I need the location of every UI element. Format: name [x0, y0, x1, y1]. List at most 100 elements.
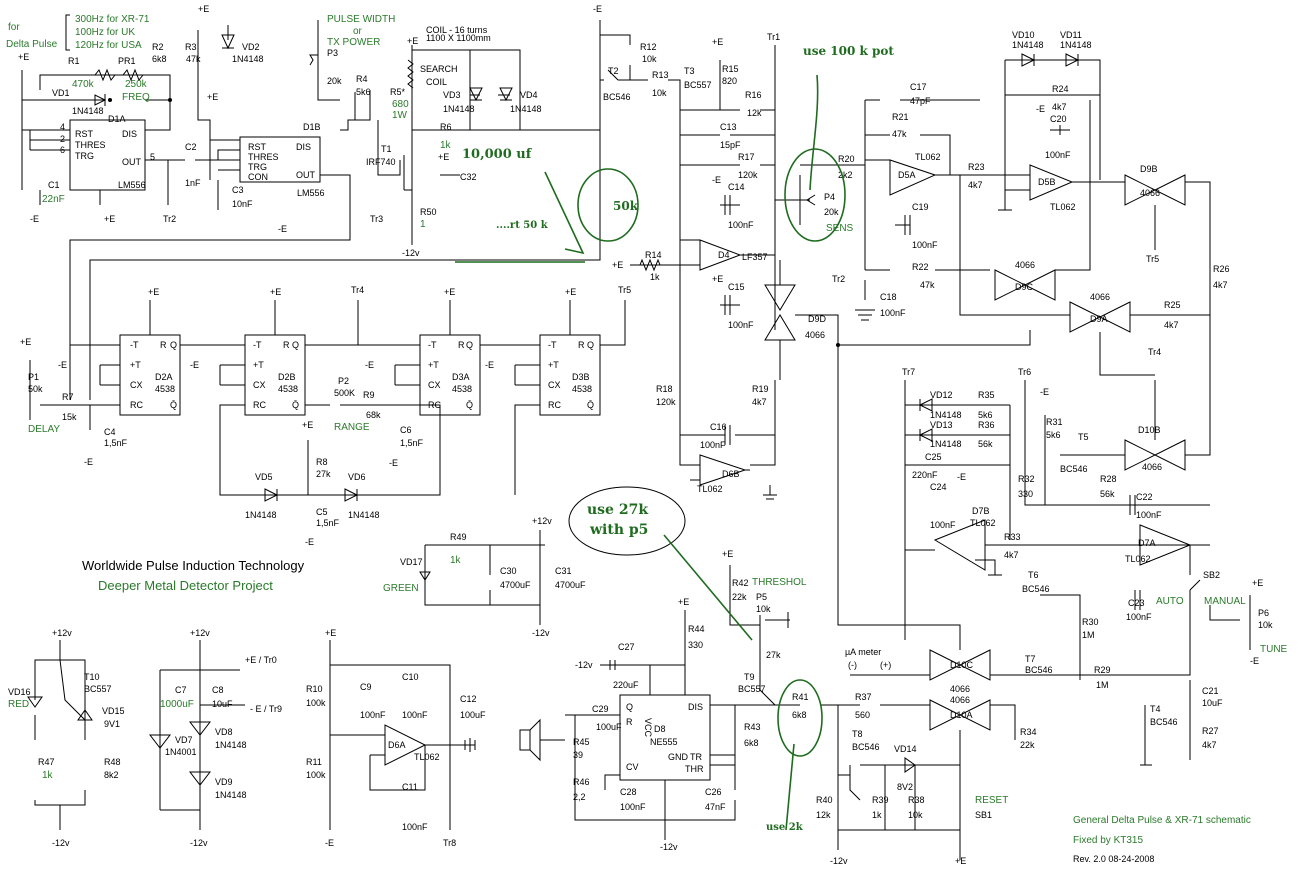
svg-text:-12v: -12v	[830, 856, 848, 866]
svg-text:VD16: VD16	[8, 687, 31, 697]
svg-text:12k: 12k	[747, 108, 762, 118]
svg-text:+E: +E	[438, 152, 449, 162]
svg-text:for: for	[8, 22, 20, 33]
svg-text:100nF: 100nF	[912, 240, 938, 250]
svg-text:-E: -E	[593, 4, 602, 14]
svg-text:C25: C25	[925, 452, 942, 462]
svg-text:DELAY: DELAY	[28, 424, 60, 435]
svg-text:....rt 50 k: ....rt 50 k	[496, 220, 549, 231]
svg-text:Fixed by KT315: Fixed by KT315	[1073, 835, 1143, 846]
svg-text:R9: R9	[363, 390, 375, 400]
svg-text:with p5: with p5	[589, 522, 648, 538]
svg-text:T9: T9	[744, 672, 755, 682]
svg-text:THRESHOL: THRESHOL	[752, 577, 807, 588]
svg-text:R11: R11	[306, 757, 322, 767]
svg-text:µA meter: µA meter	[845, 647, 881, 657]
svg-text:R12: R12	[640, 42, 657, 52]
svg-text:R42: R42	[732, 578, 749, 588]
svg-text:R50: R50	[420, 207, 437, 217]
svg-text:47pF: 47pF	[910, 96, 931, 106]
svg-text:R19: R19	[752, 384, 769, 394]
svg-text:Tr5: Tr5	[618, 285, 631, 295]
svg-text:+E: +E	[612, 260, 623, 270]
svg-text:-12v: -12v	[532, 628, 550, 638]
svg-text:27k: 27k	[766, 650, 781, 660]
svg-text:Tr6: Tr6	[1018, 367, 1031, 377]
svg-text:C24: C24	[930, 482, 947, 492]
svg-text:+T: +T	[130, 360, 141, 370]
svg-text:(+): (+)	[880, 660, 891, 670]
svg-text:VD3: VD3	[443, 90, 461, 100]
svg-text:4k7: 4k7	[1164, 320, 1179, 330]
svg-text:NE555: NE555	[650, 737, 678, 747]
svg-text:56k: 56k	[978, 439, 993, 449]
svg-text:+E: +E	[722, 549, 733, 559]
svg-text:C7: C7	[175, 685, 187, 695]
svg-text:BC546: BC546	[852, 742, 880, 752]
svg-text:R34: R34	[1020, 727, 1037, 737]
svg-text:R36: R36	[978, 420, 995, 430]
svg-text:Tr8: Tr8	[443, 838, 456, 848]
svg-text:100nF: 100nF	[700, 440, 726, 450]
svg-text:100uF: 100uF	[460, 710, 486, 720]
svg-text:R: R	[626, 717, 633, 727]
svg-text:-E: -E	[365, 360, 374, 370]
svg-text:-E: -E	[712, 175, 721, 185]
svg-text:C17: C17	[910, 82, 927, 92]
svg-text:DIS: DIS	[688, 702, 703, 712]
svg-text:-E: -E	[325, 838, 334, 848]
svg-text:-T: -T	[548, 340, 557, 350]
svg-text:5k6: 5k6	[978, 410, 993, 420]
svg-text:Tr5: Tr5	[1146, 254, 1159, 264]
svg-text:C11: C11	[402, 782, 418, 792]
svg-text:4538: 4538	[452, 384, 472, 394]
svg-text:47k: 47k	[186, 54, 201, 64]
svg-text:THR: THR	[685, 764, 704, 774]
svg-text:C16: C16	[710, 422, 727, 432]
svg-text:4066: 4066	[1015, 260, 1035, 270]
svg-text:-12v: -12v	[190, 838, 208, 848]
svg-text:4538: 4538	[572, 384, 592, 394]
svg-text:20k: 20k	[327, 76, 342, 86]
svg-text:PULSE WIDTH: PULSE WIDTH	[327, 14, 395, 25]
svg-text:C26: C26	[705, 787, 722, 797]
svg-text:47k: 47k	[892, 129, 907, 139]
svg-text:R31: R31	[1046, 417, 1063, 427]
svg-text:+12v: +12v	[532, 516, 552, 526]
svg-text:+E: +E	[18, 52, 29, 62]
svg-text:1N4148: 1N4148	[215, 740, 247, 750]
svg-text:COIL: COIL	[426, 77, 447, 87]
svg-text:use 100 k pot: use 100 k pot	[803, 44, 894, 58]
svg-text:T5: T5	[1078, 432, 1089, 442]
svg-text:20k: 20k	[824, 207, 839, 217]
svg-text:VD10: VD10	[1012, 30, 1035, 40]
svg-text:R44: R44	[688, 624, 705, 634]
svg-text:R24: R24	[1052, 84, 1069, 94]
svg-text:D7A: D7A	[1138, 538, 1156, 548]
svg-text:27k: 27k	[316, 469, 331, 479]
svg-text:R48: R48	[104, 757, 121, 767]
svg-text:C5: C5	[316, 507, 328, 517]
svg-text:330: 330	[688, 640, 703, 650]
svg-text:use 27k: use 27k	[587, 502, 648, 518]
svg-text:THRES: THRES	[75, 140, 106, 150]
svg-text:-E: -E	[190, 360, 199, 370]
svg-text:RC: RC	[548, 400, 561, 410]
svg-text:470k: 470k	[72, 79, 95, 90]
svg-text:BC546: BC546	[1060, 464, 1088, 474]
svg-text:1W: 1W	[392, 110, 408, 121]
svg-text:+E: +E	[104, 214, 115, 224]
svg-text:100nF: 100nF	[880, 308, 906, 318]
svg-text:BC546: BC546	[1025, 665, 1053, 675]
svg-text:+E: +E	[407, 36, 418, 46]
svg-text:CX: CX	[548, 380, 561, 390]
svg-text:D10C: D10C	[950, 660, 974, 670]
svg-text:RC: RC	[253, 400, 266, 410]
svg-text:D8: D8	[654, 724, 666, 734]
